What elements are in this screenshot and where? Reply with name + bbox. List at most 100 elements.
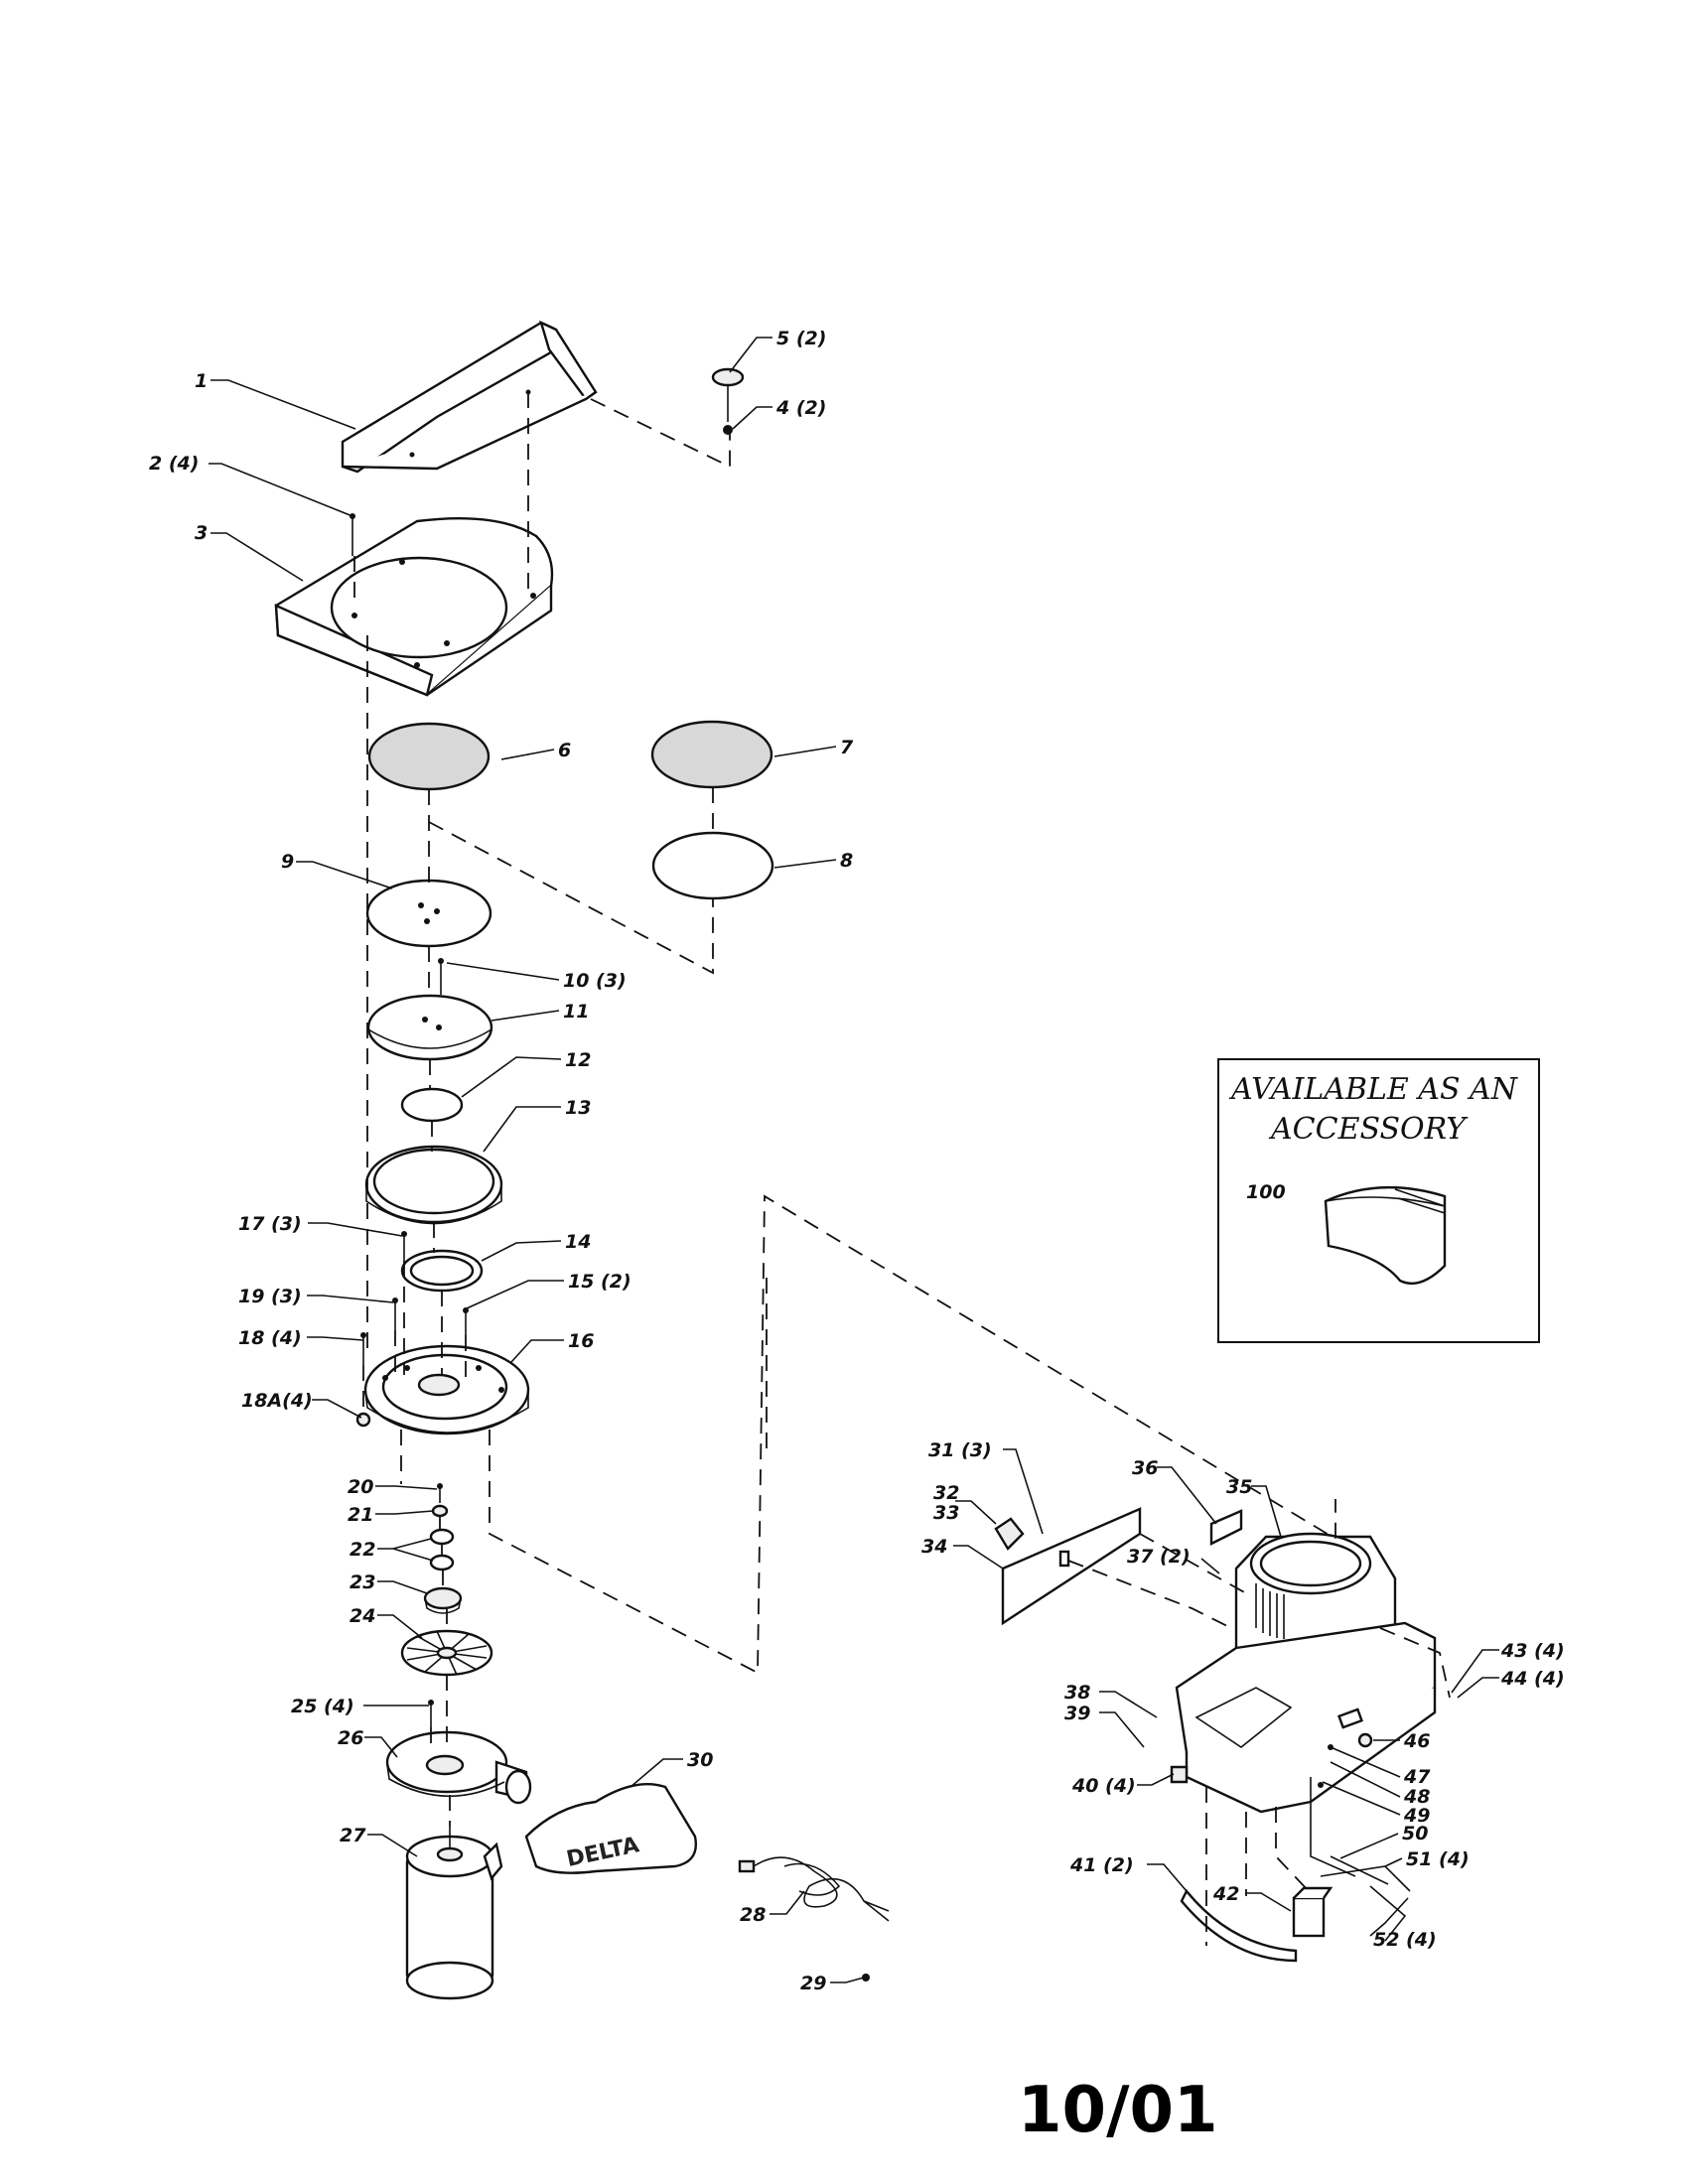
callout-6: 6 bbox=[558, 740, 571, 761]
part-32-switch bbox=[994, 1517, 1025, 1551]
part-1-fence bbox=[341, 320, 598, 474]
callout-41: 41 (2) bbox=[1069, 1854, 1134, 1876]
callout-46: 46 bbox=[1403, 1730, 1430, 1752]
part-100-accessory-block bbox=[1324, 1185, 1447, 1286]
callout-25: 25 (4) bbox=[291, 1696, 354, 1717]
part-34-guard-plate bbox=[1001, 1507, 1142, 1626]
callout-31: 31 (3) bbox=[928, 1439, 992, 1461]
leader-lines bbox=[209, 337, 1499, 1983]
part-28-power-cord bbox=[738, 1856, 890, 1922]
callout-28: 28 bbox=[740, 1904, 766, 1926]
callout-19: 19 (3) bbox=[238, 1286, 302, 1307]
callout-8: 8 bbox=[840, 850, 853, 872]
callout-40: 40 (4) bbox=[1071, 1775, 1136, 1797]
callout-49: 49 bbox=[1403, 1805, 1430, 1827]
callout-24: 24 bbox=[350, 1605, 375, 1627]
callout-2: 2 (4) bbox=[149, 453, 199, 475]
part-18-screw bbox=[360, 1332, 366, 1365]
part-2-screw bbox=[350, 513, 355, 556]
part-20-screw bbox=[437, 1483, 443, 1503]
footer-date: 10/01 bbox=[1018, 2074, 1218, 2147]
callout-32: 32 bbox=[933, 1482, 959, 1504]
part-10-screw bbox=[438, 958, 444, 995]
callout-42: 42 bbox=[1212, 1883, 1239, 1905]
accessory-title-line1: AVAILABLE AS AN bbox=[1228, 1072, 1519, 1107]
callout-38: 38 bbox=[1064, 1682, 1090, 1704]
assembly-lines bbox=[353, 392, 1451, 1946]
callout-14: 14 bbox=[565, 1231, 591, 1253]
part-7-abrasive-disc bbox=[650, 720, 773, 789]
part-19-screw bbox=[392, 1297, 398, 1330]
part-9-plate bbox=[365, 879, 492, 948]
callout-labels: 1 2 (4) 3 5 (2) 4 (2) 6 7 8 9 10 (3) 11 … bbox=[149, 328, 1565, 1994]
callout-9: 9 bbox=[281, 851, 294, 873]
part-4-washer bbox=[723, 425, 733, 435]
part-40-foot bbox=[1170, 1765, 1189, 1784]
callout-5: 5 (2) bbox=[776, 328, 826, 349]
part-16-housing bbox=[363, 1344, 530, 1435]
callout-30: 30 bbox=[687, 1749, 713, 1771]
part-21-washer bbox=[431, 1504, 449, 1518]
callout-29: 29 bbox=[800, 1973, 826, 1994]
callout-22: 22 bbox=[350, 1539, 375, 1561]
callout-44: 44 (4) bbox=[1500, 1668, 1565, 1690]
callout-7: 7 bbox=[840, 737, 854, 758]
callout-35: 35 bbox=[1226, 1476, 1252, 1498]
callout-10: 10 (3) bbox=[563, 970, 627, 992]
part-18a-nut bbox=[355, 1412, 371, 1428]
callout-47: 47 bbox=[1403, 1766, 1431, 1788]
part-8-pad bbox=[651, 831, 774, 900]
callout-18a: 18A(4) bbox=[241, 1390, 313, 1412]
part-30-cover: DELTA bbox=[524, 1783, 697, 1874]
part-14-ring bbox=[400, 1249, 484, 1293]
part-27-motor bbox=[405, 1827, 503, 2000]
callout-1: 1 bbox=[195, 370, 208, 392]
callout-23: 23 bbox=[350, 1571, 375, 1593]
callout-16: 16 bbox=[568, 1330, 594, 1352]
callout-34: 34 bbox=[921, 1536, 947, 1558]
accessory-box: AVAILABLE AS AN ACCESSORY 100 bbox=[1217, 1058, 1540, 1343]
part-15-screw bbox=[463, 1307, 469, 1335]
callout-11: 11 bbox=[563, 1001, 589, 1023]
part-46-knob bbox=[1357, 1732, 1373, 1748]
callout-4: 4 (2) bbox=[775, 397, 826, 419]
part-23-bearing bbox=[423, 1586, 463, 1614]
callout-37: 37 (2) bbox=[1127, 1546, 1191, 1568]
part-5-knob bbox=[711, 367, 745, 422]
part-22-washer bbox=[429, 1528, 455, 1571]
callout-52: 52 (4) bbox=[1373, 1929, 1437, 1951]
part-12-washer bbox=[400, 1087, 464, 1123]
callout-17: 17 (3) bbox=[238, 1213, 302, 1235]
callout-36: 36 bbox=[1132, 1457, 1158, 1479]
part-36-label bbox=[1209, 1509, 1243, 1546]
part-42-switch-box bbox=[1292, 1886, 1333, 1938]
part-26-blower-housing bbox=[385, 1730, 532, 1805]
callout-48: 48 bbox=[1403, 1786, 1430, 1808]
part-13-ring bbox=[364, 1145, 503, 1225]
callout-26: 26 bbox=[338, 1727, 363, 1749]
part-6-abrasive-disc bbox=[367, 722, 491, 791]
part-24-impeller bbox=[400, 1629, 493, 1677]
assembly-brackets bbox=[1310, 1777, 1411, 1942]
part-41-trim-strip bbox=[1180, 1888, 1298, 1963]
callout-13: 13 bbox=[565, 1097, 591, 1119]
callout-18: 18 (4) bbox=[238, 1327, 302, 1349]
part-29-clip bbox=[862, 1974, 870, 1981]
callout-39: 39 bbox=[1064, 1703, 1090, 1724]
part-3-table bbox=[274, 516, 554, 697]
callout-20: 20 bbox=[348, 1476, 373, 1498]
base-cabinet bbox=[1175, 1621, 1437, 1814]
callout-51: 51 (4) bbox=[1406, 1848, 1470, 1870]
callout-100: 100 bbox=[1246, 1181, 1286, 1203]
part-17-screw bbox=[401, 1231, 407, 1261]
callout-12: 12 bbox=[565, 1049, 591, 1071]
callout-15: 15 (2) bbox=[568, 1271, 632, 1293]
callout-3: 3 bbox=[195, 522, 208, 544]
callout-43: 43 (4) bbox=[1500, 1640, 1565, 1662]
accessory-title-line2: ACCESSORY bbox=[1268, 1112, 1469, 1147]
callout-27: 27 bbox=[340, 1825, 366, 1846]
part-11-disc bbox=[366, 994, 493, 1061]
part-25-screw bbox=[428, 1700, 434, 1727]
callout-50: 50 bbox=[1402, 1823, 1428, 1844]
